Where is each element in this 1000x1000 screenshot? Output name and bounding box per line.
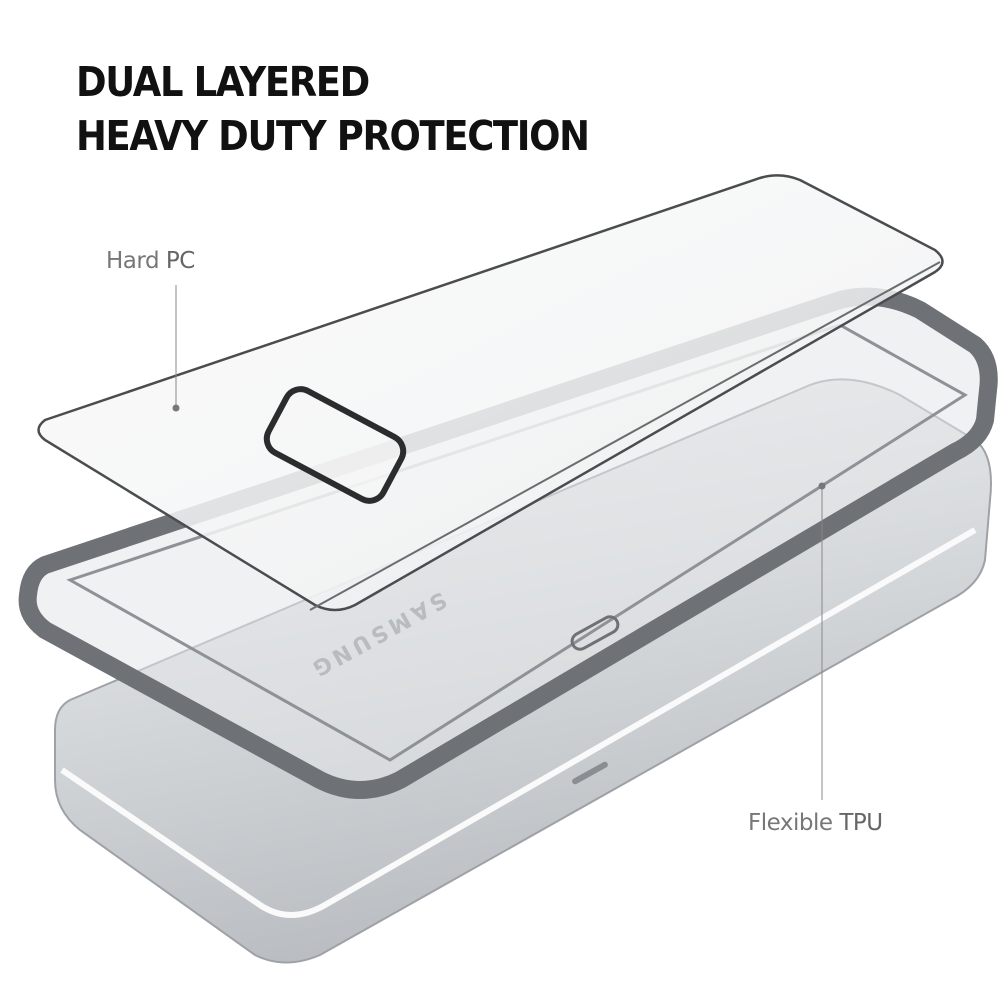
tpu-bumper [18,287,998,799]
side-button [572,761,608,785]
hard-pc-callout: Hard PC [106,248,195,274]
callout-prefix: Hard [106,248,166,274]
tpu-leader-dot [818,482,826,490]
headline: DUAL LAYERED HEAVY DUTY PROTECTION [76,55,590,163]
phone-edge-highlight [60,527,977,918]
hard-pc-layer [37,174,944,612]
headline-line-2: HEAVY DUTY PROTECTION [76,112,590,160]
headline-line-1: DUAL LAYERED [76,58,370,106]
flexible-tpu-callout: Flexible TPU [748,810,883,836]
bumper-button-cover [570,615,620,651]
hard-pc-leader-dot [172,404,180,412]
camera-cutout [263,386,407,504]
pc-edge-shine [309,261,941,611]
callout-emphasis: TPU [839,810,883,836]
callout-prefix: Flexible [748,810,840,836]
callout-emphasis: PC [165,248,195,274]
